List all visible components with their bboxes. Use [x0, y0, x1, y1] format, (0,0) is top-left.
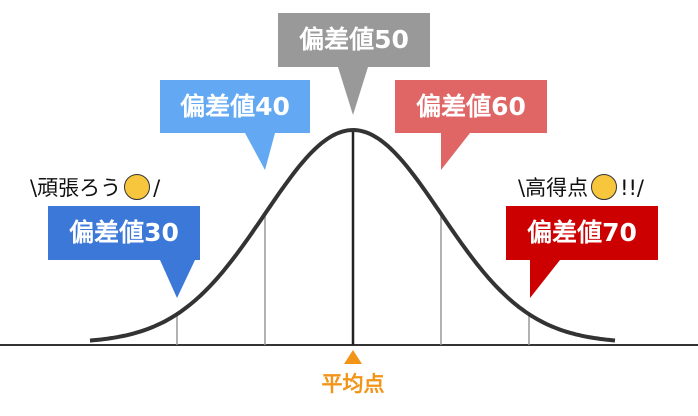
sad-face-icon — [124, 174, 151, 200]
cheer-low-prefix: \頑張ろう — [30, 176, 122, 200]
callout-label-70: 偏差値70 — [527, 218, 637, 247]
mean-label: 平均点 — [321, 372, 385, 396]
cheer-high-prefix: \高得点 — [518, 176, 589, 200]
cheer-high-suffix: !!/ — [620, 176, 644, 200]
normal-curve — [89, 127, 616, 343]
callout-tail — [441, 133, 470, 170]
callout-box — [506, 206, 658, 260]
cheer-low-suffix: / — [153, 176, 161, 200]
callout-tail — [245, 133, 275, 170]
callout-tail — [530, 260, 560, 298]
callout-label-60: 偏差値60 — [416, 92, 526, 121]
callout-box — [48, 206, 200, 260]
smiling-face-icon — [591, 174, 618, 200]
cheer-high-text: \高得点 !!/ — [518, 172, 644, 202]
callout-box — [160, 80, 310, 133]
mean-marker-triangle — [344, 350, 362, 364]
callout-box — [395, 80, 547, 133]
callout-label-40: 偏差値40 — [180, 92, 290, 121]
callout-tail — [338, 67, 368, 115]
callout-box — [278, 13, 430, 67]
cheer-low-text: \頑張ろう / — [30, 172, 160, 202]
callout-label-30: 偏差値30 — [69, 218, 179, 247]
callout-tail — [160, 260, 195, 298]
callout-label-50: 偏差値50 — [299, 25, 409, 54]
